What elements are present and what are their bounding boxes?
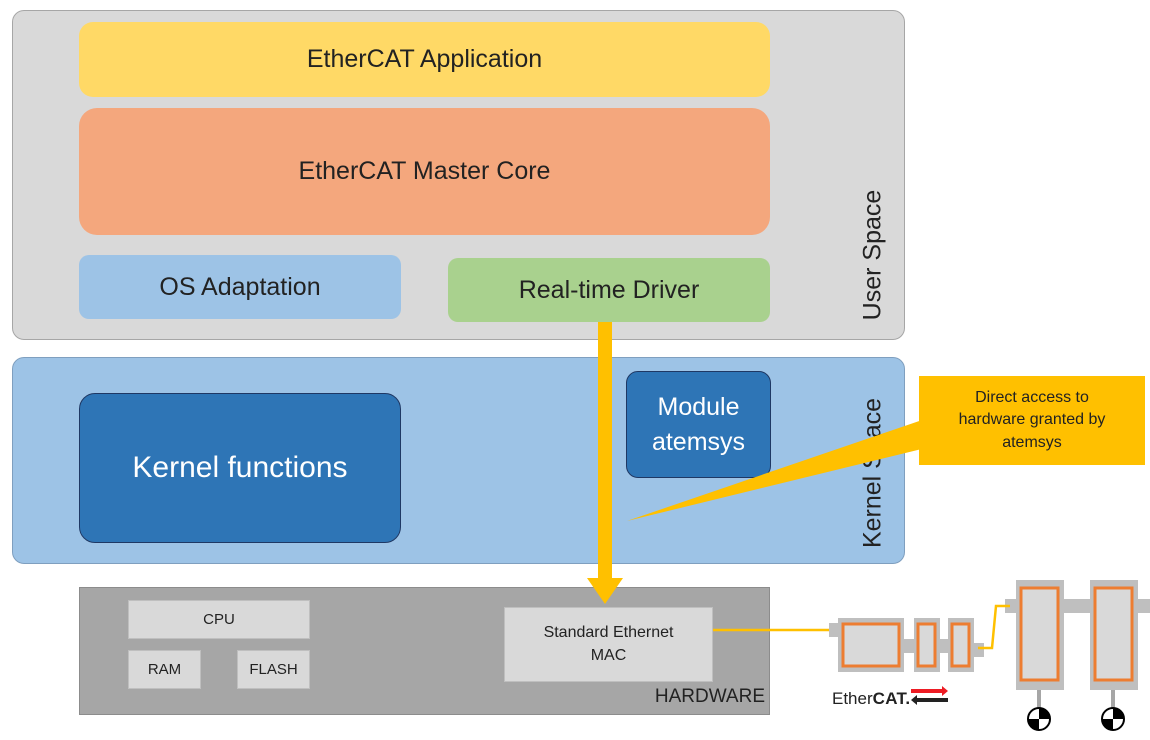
access-arrow-shaft — [598, 322, 612, 580]
ethernet-mac-chip: Standard Ethernet MAC — [504, 607, 713, 682]
ethercat-logo-arrows-icon — [911, 686, 948, 705]
access-arrow-head — [587, 578, 623, 604]
ethercat-master-core-layer: EtherCAT Master Core — [79, 108, 770, 235]
flash-chip: FLASH — [237, 650, 310, 689]
ethercat-logo: EtherCAT. — [832, 689, 952, 715]
motor-icon — [1101, 707, 1125, 731]
direct-access-callout: Direct access to hardware granted by ate… — [919, 376, 1145, 465]
os-adaptation-layer: OS Adaptation — [79, 255, 401, 319]
hardware-label: HARDWARE — [654, 686, 765, 707]
realtime-driver-layer: Real-time Driver — [448, 258, 770, 322]
ethercat-application-layer: EtherCAT Application — [79, 22, 770, 97]
module-atemsys-box: Module atemsys — [626, 371, 771, 478]
ethercat-network — [829, 580, 1150, 731]
module-label-line1: Module — [657, 392, 740, 421]
callout-line2: hardware granted by — [958, 411, 1106, 429]
mac-label-line2: MAC — [590, 646, 627, 664]
ethercat-logo-prefix: Ether — [832, 689, 873, 708]
mac-label-line1: Standard Ethernet — [543, 624, 674, 642]
ram-chip: RAM — [128, 650, 201, 689]
ethercat-logo-suffix: CAT. — [872, 689, 911, 708]
callout-line1: Direct access to — [975, 388, 1089, 406]
kernel-functions-box: Kernel functions — [79, 393, 401, 543]
callout-line3: atemsys — [1002, 433, 1062, 451]
motor-icon — [1027, 707, 1051, 731]
cpu-chip: CPU — [128, 600, 310, 639]
module-label-line2: atemsys — [651, 427, 746, 456]
callout-pointer — [627, 418, 934, 521]
